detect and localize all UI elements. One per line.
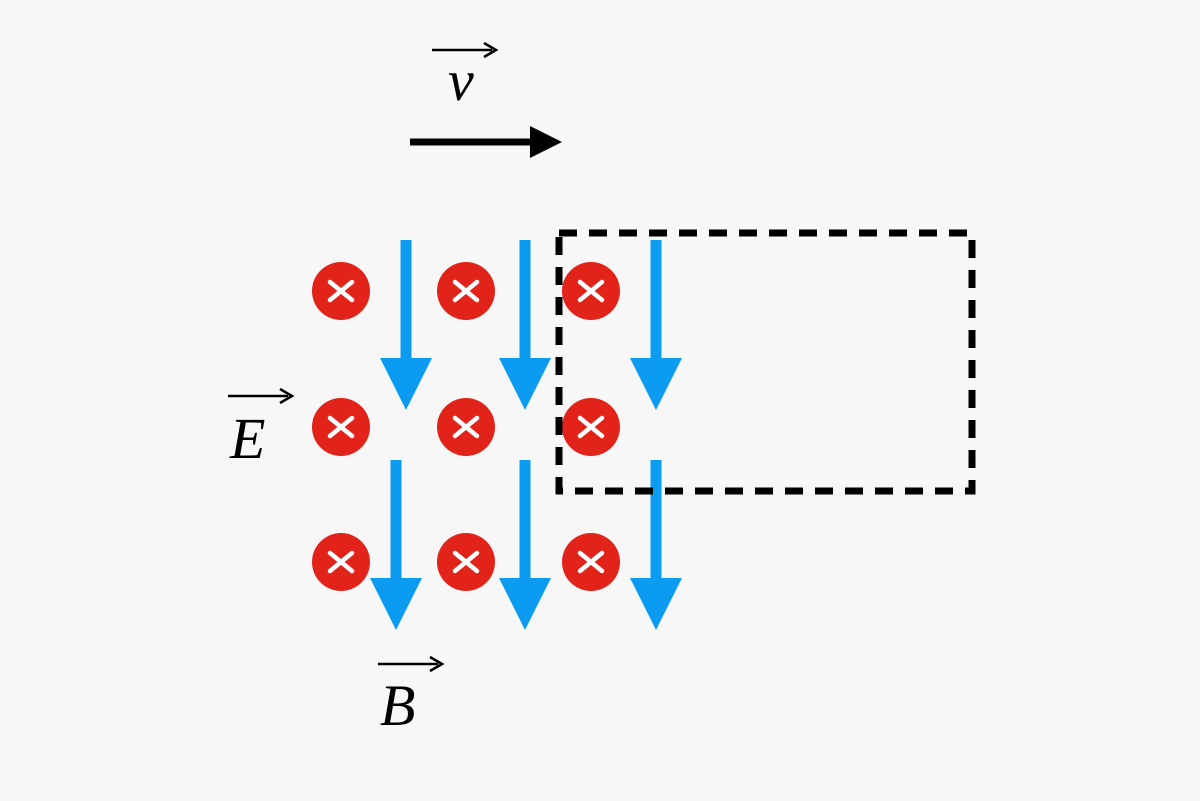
field-arrows [370, 240, 682, 630]
circle-cross-icon [437, 533, 495, 591]
circle-cross-icon [562, 398, 620, 456]
circle-cross-icon [562, 262, 620, 320]
circle-cross-icon [312, 262, 370, 320]
dashed-region-border [555, 229, 976, 495]
circle-cross-icon [312, 398, 370, 456]
field-into-page-markers [312, 262, 620, 591]
arrow-down-icon [499, 460, 551, 630]
arrow-down-icon [499, 240, 551, 410]
electric-field-label: E [229, 406, 265, 471]
electric-field-label-arrow-icon [228, 387, 295, 405]
velocity-label: v [448, 48, 474, 113]
arrow-down-icon [370, 460, 422, 630]
magnetic-field-label-arrow-icon [378, 655, 445, 673]
velocity-label-arrow-icon [432, 41, 499, 59]
arrow-down-icon [630, 240, 682, 410]
magnetic-field-label: B [380, 673, 415, 738]
arrow-down-icon [380, 240, 432, 410]
circle-cross-icon [437, 398, 495, 456]
circle-cross-icon [437, 262, 495, 320]
arrow-down-icon [630, 460, 682, 630]
circle-cross-icon [312, 533, 370, 591]
velocity-arrow-icon [410, 126, 562, 158]
circle-cross-icon [562, 533, 620, 591]
